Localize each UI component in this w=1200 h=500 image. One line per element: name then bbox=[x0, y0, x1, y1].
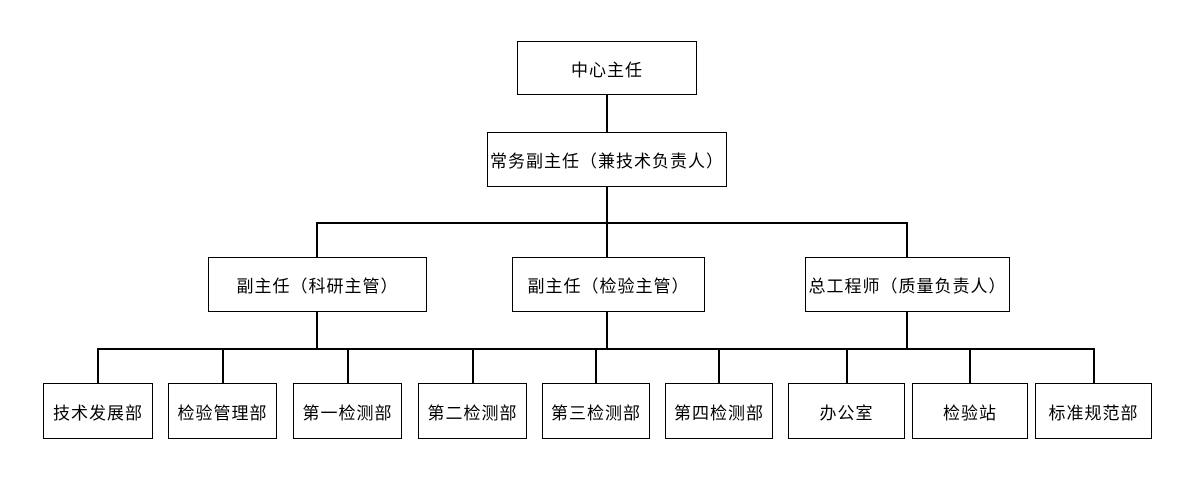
connector-drop-dept-2 bbox=[222, 348, 224, 383]
connector-drop-dept-4 bbox=[472, 348, 474, 383]
org-node-inspection-station: 检验站 bbox=[912, 383, 1028, 439]
connector-drop-dept-6 bbox=[718, 348, 720, 383]
org-node-label: 第四检测部 bbox=[674, 403, 764, 423]
connector-manager-2-down bbox=[606, 312, 608, 348]
org-node-label: 检验管理部 bbox=[177, 403, 268, 423]
connector-drop-dept-9 bbox=[1093, 348, 1095, 383]
org-node-inspection-management-dept: 检验管理部 bbox=[168, 383, 277, 439]
connector-drop-manager-3 bbox=[906, 222, 908, 257]
connector-drop-dept-7 bbox=[846, 348, 848, 383]
org-node-deputy-director-inspection: 副主任（检验主管） bbox=[512, 257, 705, 312]
org-node-label: 第二检测部 bbox=[427, 403, 518, 423]
connector-managers-bus bbox=[316, 222, 907, 224]
connector-deputy-down bbox=[606, 187, 608, 222]
org-node-label: 中心主任 bbox=[571, 60, 643, 80]
connector-drop-dept-5 bbox=[595, 348, 597, 383]
org-node-testing-dept-2: 第二检测部 bbox=[418, 383, 527, 439]
org-node-office: 办公室 bbox=[788, 383, 905, 439]
connector-drop-dept-3 bbox=[347, 348, 349, 383]
org-node-executive-deputy-director: 常务副主任（兼技术负责人） bbox=[487, 132, 727, 187]
org-node-center-director: 中心主任 bbox=[517, 41, 697, 95]
org-node-chief-engineer: 总工程师（质量负责人） bbox=[805, 257, 1010, 312]
connector-manager-1-down bbox=[316, 312, 318, 348]
org-node-testing-dept-1: 第一检测部 bbox=[293, 383, 402, 439]
connector-drop-manager-1 bbox=[316, 222, 318, 257]
org-node-testing-dept-3: 第三检测部 bbox=[542, 383, 650, 439]
connector-drop-manager-2 bbox=[606, 222, 608, 257]
org-node-tech-development-dept: 技术发展部 bbox=[43, 383, 153, 439]
connector-drop-dept-8 bbox=[969, 348, 971, 383]
org-node-label: 第三检测部 bbox=[551, 403, 641, 423]
org-node-label: 检验站 bbox=[943, 403, 997, 423]
org-node-label: 总工程师（质量负责人） bbox=[808, 277, 1007, 296]
org-node-label: 技术发展部 bbox=[53, 403, 143, 423]
connector-root-to-deputy bbox=[606, 95, 608, 132]
org-node-label: 副主任（检验主管） bbox=[527, 277, 690, 296]
org-node-label: 标准规范部 bbox=[1048, 403, 1139, 423]
connector-drop-dept-1 bbox=[97, 348, 99, 383]
org-node-standards-dept: 标准规范部 bbox=[1035, 383, 1152, 439]
org-node-label: 副主任（科研主管） bbox=[236, 277, 399, 296]
org-node-deputy-director-research: 副主任（科研主管） bbox=[208, 257, 427, 312]
org-node-label: 第一检测部 bbox=[302, 403, 393, 423]
org-node-label: 办公室 bbox=[819, 403, 874, 423]
org-node-testing-dept-4: 第四检测部 bbox=[665, 383, 773, 439]
org-node-label: 常务副主任（兼技术负责人） bbox=[490, 152, 724, 171]
connector-manager-3-down bbox=[906, 312, 908, 348]
